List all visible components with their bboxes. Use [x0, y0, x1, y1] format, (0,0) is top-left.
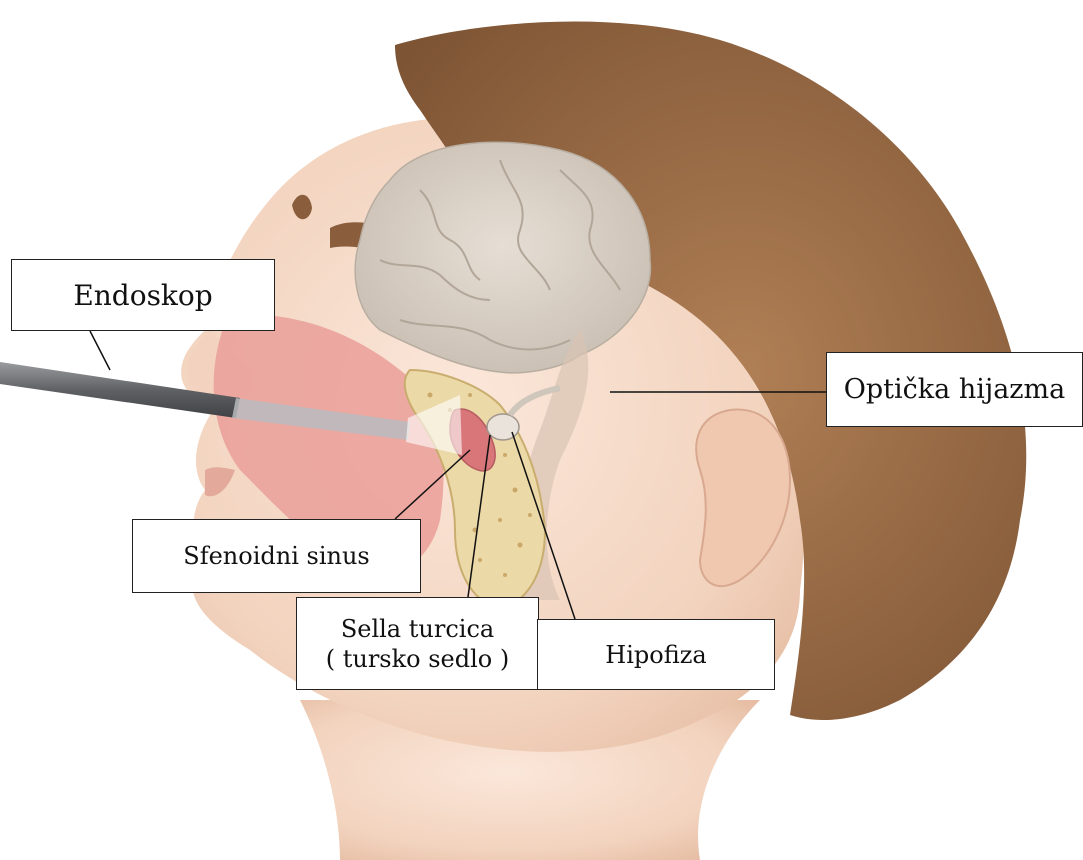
label-sfenoidni-sinus-text: Sfenoidni sinus [183, 541, 369, 571]
label-sella-turcica-line1: Sella turcica [341, 614, 494, 644]
label-sella-turcica-line2: ( tursko sedlo ) [326, 644, 510, 674]
pituitary-gland [487, 414, 519, 440]
label-sella-turcica: Sella turcica ( tursko sedlo ) [296, 597, 539, 690]
label-opticka-hijazma: Optička hijazma [826, 352, 1083, 427]
label-hipofiza-text: Hipofiza [605, 640, 706, 670]
label-sfenoidni-sinus: Sfenoidni sinus [132, 519, 421, 593]
label-opticka-hijazma-text: Optička hijazma [844, 373, 1065, 407]
label-endoskop-text: Endoskop [73, 278, 212, 313]
label-endoskop: Endoskop [11, 259, 275, 331]
brain [355, 142, 650, 373]
label-hipofiza: Hipofiza [537, 619, 775, 690]
leader-line-endoskop [90, 331, 110, 370]
